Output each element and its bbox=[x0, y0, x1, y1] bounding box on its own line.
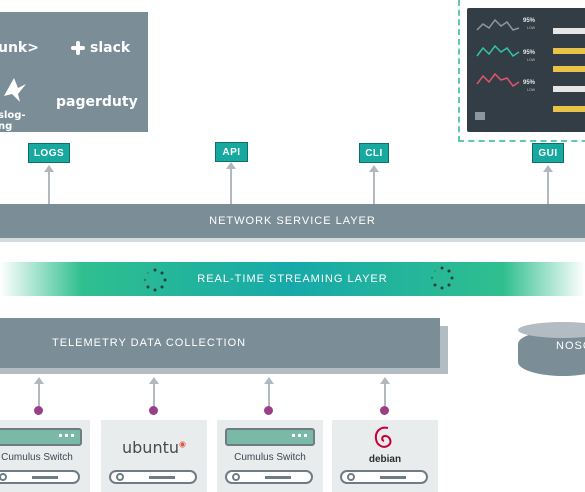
arrow-up-icon bbox=[149, 377, 159, 384]
spinner-icon bbox=[430, 266, 454, 290]
metric-level: LOW bbox=[527, 58, 535, 62]
cli-button[interactable]: CLI bbox=[359, 143, 389, 163]
connector-dot bbox=[34, 406, 43, 415]
device-name: Cumulus Switch bbox=[234, 452, 306, 463]
arrow-up-icon bbox=[264, 377, 274, 384]
debian-swirl-icon bbox=[374, 426, 392, 448]
dashboard-outline bbox=[458, 0, 585, 142]
syslog-logo: slog-ng bbox=[0, 74, 38, 132]
device-card: Cumulus Switch bbox=[217, 420, 323, 492]
slack-logo-text: slack bbox=[90, 40, 131, 56]
arrow-up-icon bbox=[226, 162, 236, 169]
slack-logo: slack bbox=[70, 40, 130, 56]
server-icon bbox=[0, 470, 80, 484]
api-button[interactable]: API bbox=[215, 142, 248, 162]
connector-dot bbox=[264, 406, 273, 415]
logs-button[interactable]: LOGS bbox=[28, 143, 70, 163]
connector-line bbox=[547, 171, 549, 204]
streaming-layer-label: REAL-TIME STREAMING LAYER bbox=[197, 273, 388, 285]
metric-level: LOW bbox=[527, 88, 535, 92]
slack-icon bbox=[71, 41, 85, 55]
splunk-logo: unk> bbox=[0, 40, 39, 56]
debian-logo-text: debian bbox=[368, 454, 402, 465]
metric-value: 95% bbox=[523, 50, 536, 56]
connector-line bbox=[230, 168, 232, 204]
device-name: Cumulus Switch bbox=[1, 452, 73, 463]
device-connector bbox=[384, 384, 386, 410]
switch-icon bbox=[0, 428, 82, 446]
device-connector bbox=[153, 384, 155, 410]
metric-level: LOW bbox=[527, 26, 535, 30]
nosql-label: NOSQ bbox=[556, 340, 585, 352]
switch-icon bbox=[225, 428, 315, 446]
syslog-bird-icon bbox=[4, 78, 26, 102]
connector-dot bbox=[380, 406, 389, 415]
integrations-panel: unk> slack slog-ng pagerduty bbox=[0, 12, 148, 132]
arrow-up-icon bbox=[380, 377, 390, 384]
telemetry-data-collection: TELEMETRY DATA COLLECTION bbox=[0, 318, 440, 368]
ubuntu-logo: ubuntu◉ bbox=[122, 438, 186, 457]
syslog-logo-text: slog-ng bbox=[0, 110, 26, 132]
server-icon bbox=[109, 470, 197, 484]
dashboard-preview: 95% LOW 95% LOW 95% LOW bbox=[467, 8, 585, 132]
device-connector bbox=[38, 384, 40, 410]
arrow-up-icon bbox=[369, 165, 379, 172]
device-card: debian bbox=[332, 420, 438, 492]
arrow-up-icon bbox=[543, 165, 553, 172]
pagerduty-logo: pagerduty bbox=[56, 94, 138, 110]
spinner-icon bbox=[143, 268, 167, 292]
layer-shadow bbox=[0, 238, 585, 242]
streaming-layer: REAL-TIME STREAMING LAYER bbox=[0, 262, 585, 296]
arrow-up-icon bbox=[44, 165, 54, 172]
metric-value: 95% bbox=[523, 80, 536, 86]
dashboard-charts bbox=[475, 18, 585, 120]
metric-value: 95% bbox=[523, 18, 536, 24]
device-card: ubuntu◉ bbox=[101, 420, 207, 492]
device-connector bbox=[268, 384, 270, 410]
network-service-layer: NETWORK SERVICE LAYER bbox=[0, 204, 585, 238]
server-icon bbox=[340, 470, 428, 484]
server-icon bbox=[225, 470, 313, 484]
device-card: Cumulus Switch bbox=[0, 420, 90, 492]
gui-button[interactable]: GUI bbox=[532, 143, 564, 163]
ubuntu-logo-text: ubuntu bbox=[122, 438, 179, 457]
connector-line bbox=[373, 171, 375, 204]
database-top-icon bbox=[518, 322, 585, 338]
arrow-up-icon bbox=[34, 377, 44, 384]
connector-dot bbox=[149, 406, 158, 415]
connector-line bbox=[48, 171, 50, 204]
